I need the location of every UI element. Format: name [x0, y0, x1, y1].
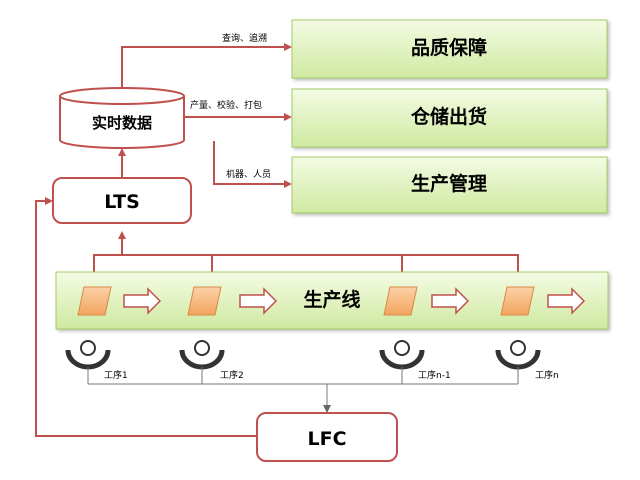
station-label-1: 工序1 — [104, 369, 128, 381]
flow-arrow-1 — [123, 287, 162, 315]
quality-box: 品质保障 — [291, 19, 608, 79]
output-check-pack-label: 产量、校验、打包 — [190, 99, 262, 111]
realtime-data-label: 实时数据 — [92, 114, 152, 132]
flow-arrow-3 — [431, 287, 470, 315]
production-mgmt-box: 生产管理 — [291, 156, 608, 214]
lfc-box: LFC — [256, 412, 398, 462]
lfc-to-lts-feedback-arrow — [35, 197, 257, 437]
product-item-4 — [500, 286, 535, 316]
quality-label: 品质保障 — [411, 36, 487, 59]
worker-icon-3 — [379, 340, 425, 370]
production-mgmt-label: 生产管理 — [411, 172, 487, 195]
worker-icon-2 — [179, 340, 225, 370]
flow-arrow-4 — [547, 287, 586, 315]
product-item-3 — [383, 286, 418, 316]
product-item-1 — [77, 286, 112, 316]
stations-to-lfc-connector — [87, 367, 519, 413]
station-label-2: 工序2 — [220, 369, 244, 381]
lts-label: LTS — [104, 191, 140, 213]
flow-arrow-2 — [239, 287, 278, 315]
product-item-2 — [187, 286, 222, 316]
station-label-3: 工序n-1 — [418, 369, 451, 381]
warehouse-box: 仓储出货 — [291, 88, 608, 148]
lfc-label: LFC — [307, 428, 346, 450]
machine-people-label: 机器、人员 — [226, 168, 271, 180]
cylinder-to-quality-arrow — [121, 43, 292, 88]
lts-box: LTS — [52, 177, 192, 224]
worker-icon-1 — [65, 340, 111, 370]
worker-icon-4 — [495, 340, 541, 370]
realtime-data-cylinder: 实时数据 — [59, 87, 185, 149]
production-line-label: 生产线 — [303, 288, 360, 311]
warehouse-label: 仓储出货 — [410, 105, 487, 128]
query-trace-label: 查询、追溯 — [222, 32, 267, 44]
cylinder-to-production-arrow — [213, 141, 292, 188]
station-label-4: 工序n — [535, 369, 559, 381]
